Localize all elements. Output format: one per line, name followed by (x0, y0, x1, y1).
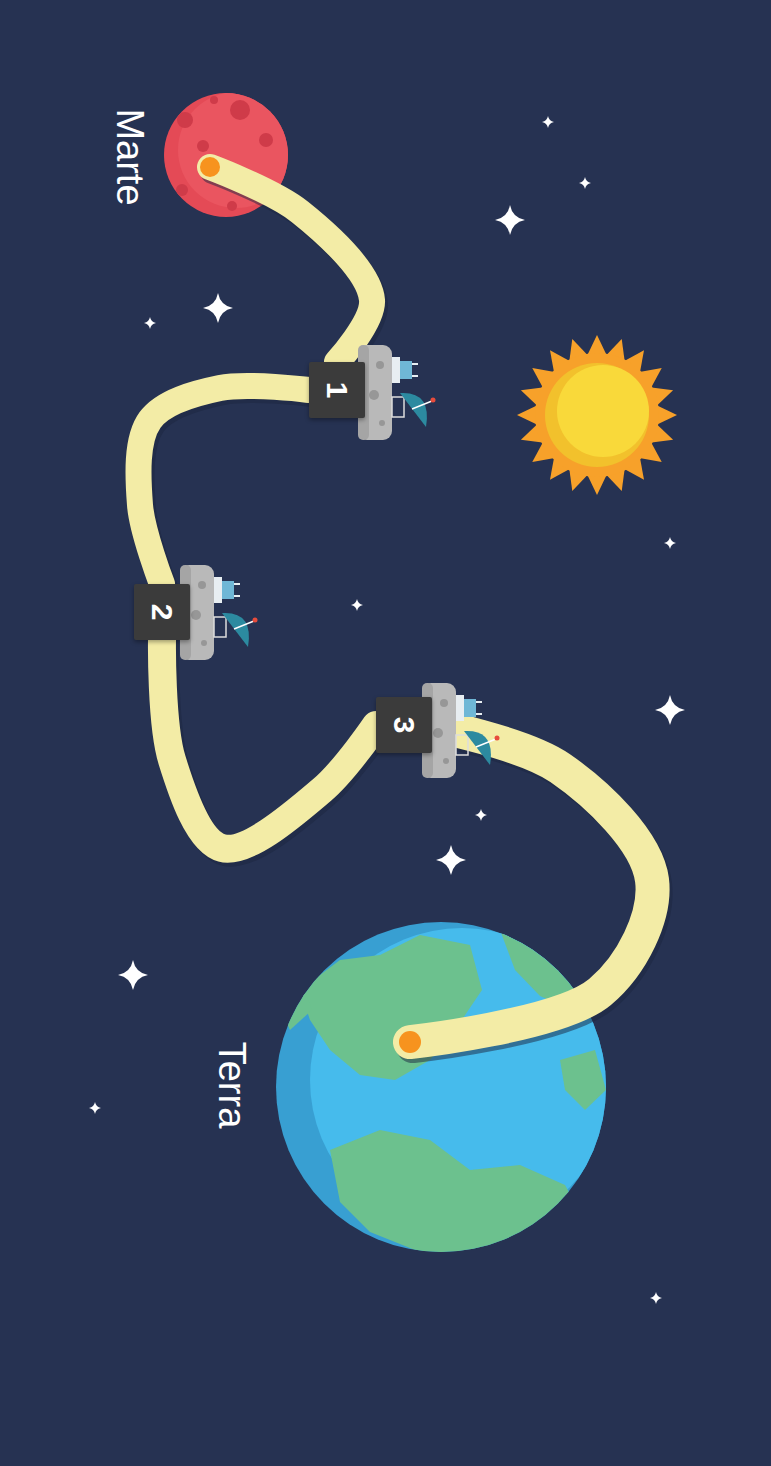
planet-label: Terra (213, 1042, 251, 1129)
sun (517, 335, 677, 495)
station-number-box: 1 (309, 362, 365, 418)
orbit-path (210, 167, 372, 362)
station-number-box: 2 (134, 584, 190, 640)
orbit-path (138, 386, 309, 584)
planet-node: Terra (276, 922, 606, 1252)
planet-label: Marte (111, 108, 149, 205)
callout-number: 3 (389, 717, 419, 734)
asteroid-station (358, 345, 436, 440)
callout-number: 2 (147, 604, 177, 621)
callout-number: 1 (322, 382, 352, 399)
station-number-box: 3 (376, 697, 432, 753)
endpoint-dot (200, 157, 220, 177)
endpoint-dot (399, 1031, 421, 1053)
asteroid-station (422, 683, 500, 778)
stars (89, 116, 685, 1304)
earth-planet (276, 922, 614, 1262)
planet-node: Marte (164, 93, 288, 217)
orbit-path (162, 640, 376, 849)
asteroid-station (180, 565, 258, 660)
